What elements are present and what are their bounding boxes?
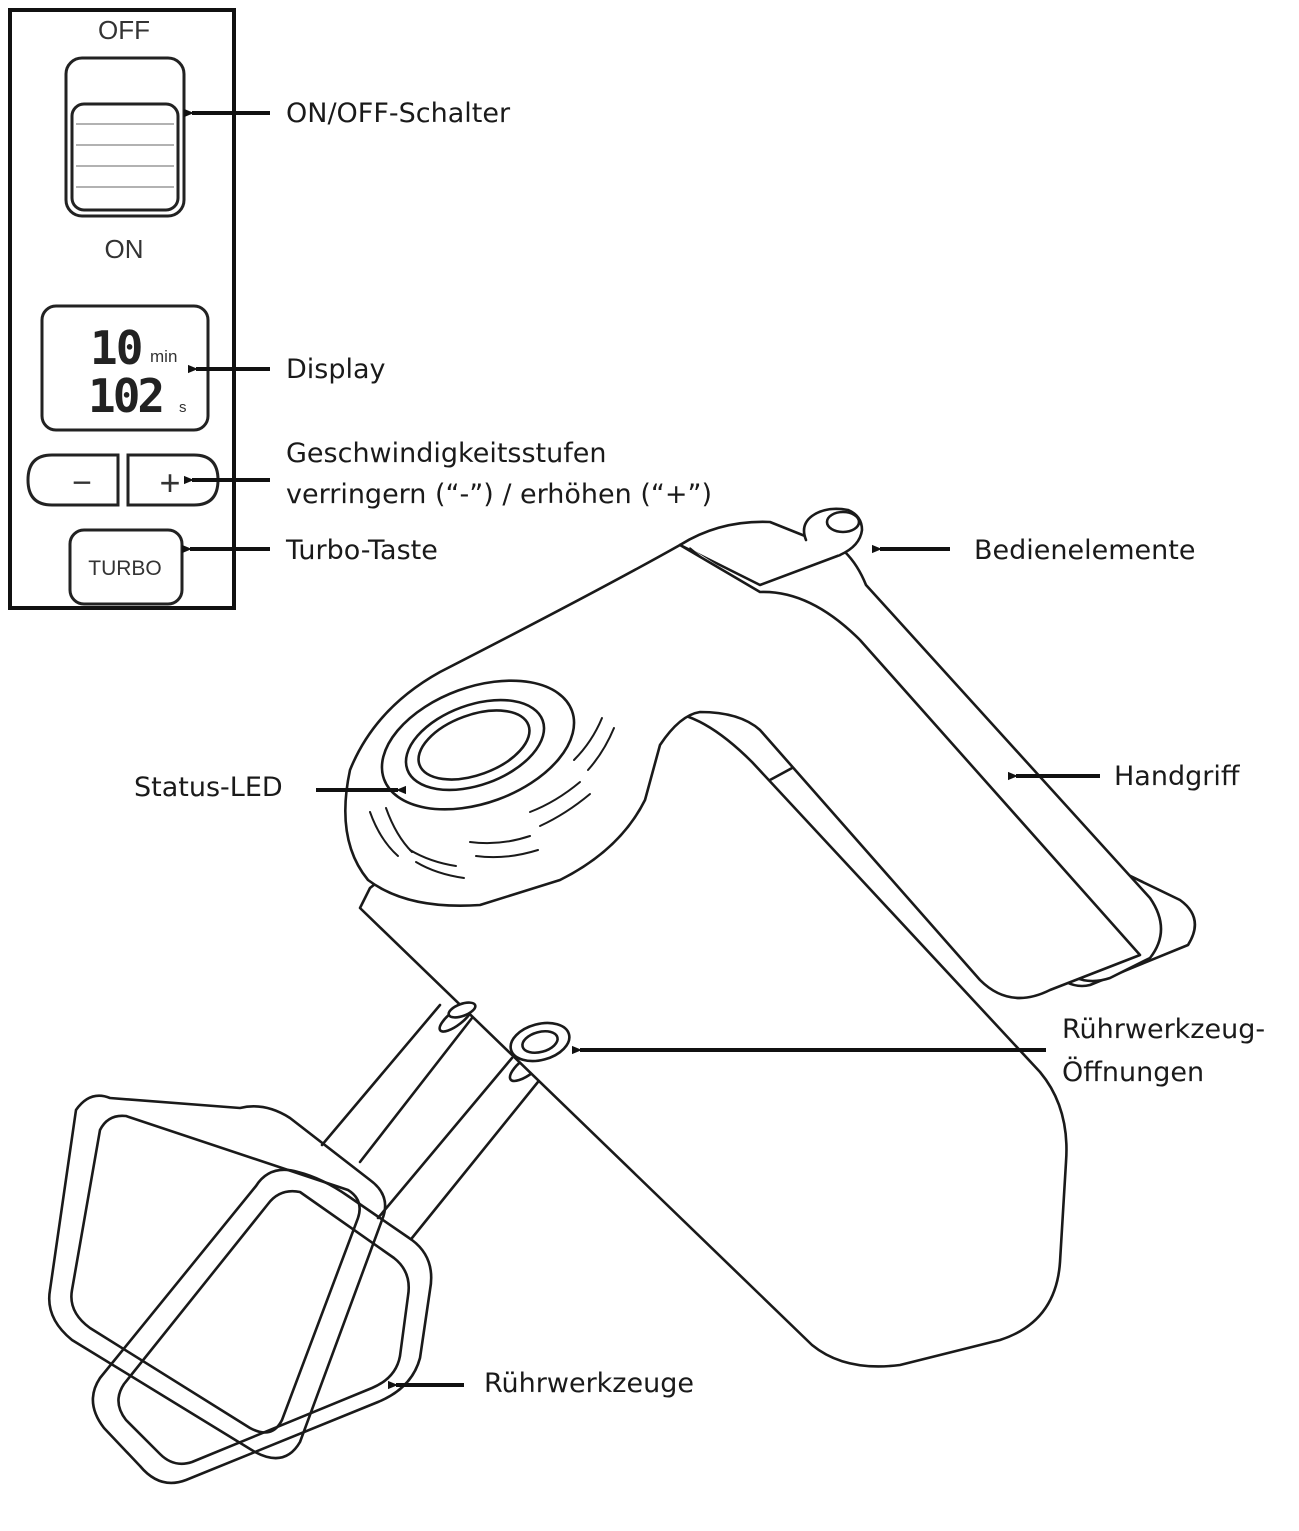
on-off-switch[interactable] [64,56,186,218]
control-panel: OFF ON 10 min 102 s − + [8,8,236,610]
plus-icon: + [159,462,180,503]
display-minutes: 10 [90,321,141,375]
label-speed-line2: verringern (“-”) / erhöhen (“+”) [286,479,713,510]
label-display: Display [286,354,386,385]
label-beater-openings-line2: Öffnungen [1062,1057,1205,1088]
beater-left [47,1003,474,1460]
minus-button[interactable]: − [26,453,120,507]
callout-arrows [190,113,1100,1385]
beater-right [91,1049,548,1485]
label-on-off-switch: ON/OFF-Schalter [286,98,511,129]
label-handle: Handgriff [1114,761,1240,792]
vent-slots [369,717,615,879]
off-label: OFF [98,15,150,45]
status-led [380,679,576,811]
mixer-head [344,507,1142,1000]
minus-icon: − [72,464,92,502]
turbo-label: TURBO [88,557,162,580]
label-controls: Bedienelemente [974,535,1196,566]
display-min-unit: min [150,347,177,366]
label-turbo: Turbo-Taste [286,535,438,566]
on-label: ON [105,234,144,264]
beater-openings [447,1001,571,1063]
display-s-unit: s [179,399,187,416]
label-status-led: Status-LED [134,772,283,803]
label-speed-line1: Geschwindigkeitsstufen [286,438,607,469]
label-beaters: Rührwerkzeuge [484,1368,694,1399]
label-beater-openings-line1: Rührwerkzeug- [1062,1014,1266,1045]
turbo-button[interactable]: TURBO [68,528,184,606]
mixer-illustration [47,507,1197,1485]
display-seconds: 102 [88,369,162,423]
lcd-display: 10 min 102 s [40,304,210,432]
